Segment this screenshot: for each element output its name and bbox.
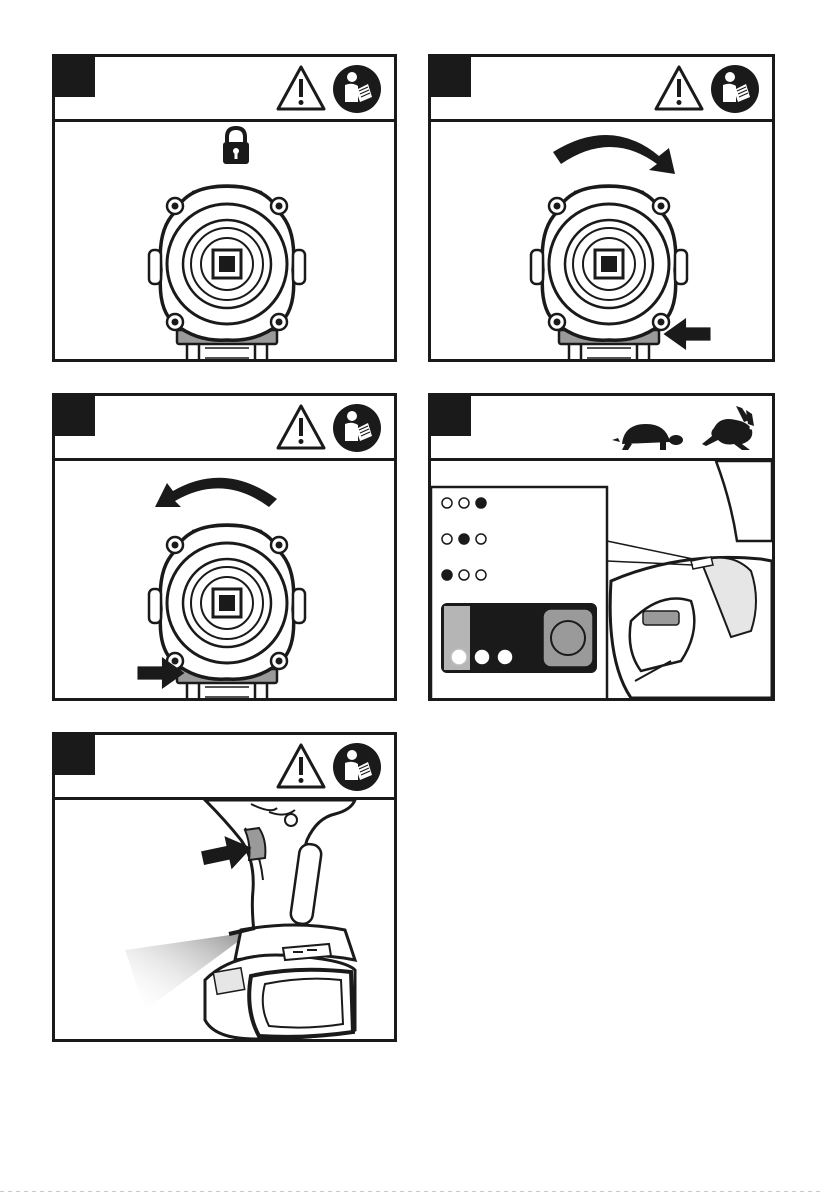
curved-arrow-counterclockwise — [155, 478, 277, 507]
read-manual-icon — [333, 743, 381, 791]
figure-number-box — [55, 57, 95, 97]
figure-3 — [52, 393, 397, 701]
figure-4-illustration — [431, 461, 772, 698]
warning-icon — [656, 67, 702, 109]
figure-5 — [52, 732, 397, 1042]
padlock-icon — [223, 128, 249, 164]
figure-2 — [428, 54, 775, 362]
figure-3-header — [55, 396, 394, 461]
speed-indicator-leds — [451, 649, 513, 665]
figure-1-illustration — [55, 122, 394, 359]
led-off-dot — [442, 498, 452, 508]
figure-number-box — [431, 396, 471, 436]
tool-head-front — [531, 186, 687, 359]
tool-head-front — [149, 186, 305, 359]
rabbit-icon — [702, 406, 754, 450]
curved-arrow-clockwise — [553, 135, 675, 174]
tool-side-view — [205, 800, 355, 1039]
warning-icon — [278, 406, 324, 448]
led-on-dot — [459, 534, 469, 544]
figure-4-header — [431, 396, 772, 461]
led-on-dot — [442, 570, 452, 580]
figure-number-box — [431, 57, 471, 97]
led-off-dot — [459, 570, 469, 580]
tool-battery-closeup — [610, 461, 772, 698]
figure-2-illustration — [431, 122, 772, 359]
read-manual-icon — [711, 65, 759, 113]
speed-button — [551, 621, 585, 655]
read-manual-icon — [333, 65, 381, 113]
speed-level-row — [442, 570, 486, 580]
turtle-icon — [612, 424, 683, 450]
figure-3-illustration — [55, 461, 394, 698]
figure-5-header — [55, 735, 394, 800]
led-on-dot — [476, 498, 486, 508]
read-manual-icon — [333, 404, 381, 452]
led-off-dot — [476, 570, 486, 580]
figure-5-illustration — [55, 800, 394, 1039]
figure-1-header — [55, 57, 394, 122]
figure-1 — [52, 54, 397, 362]
warning-icon — [278, 745, 324, 787]
speed-selector-panel — [441, 603, 597, 673]
figure-number-box — [55, 396, 95, 436]
figure-2-header — [431, 57, 772, 122]
led-off-dot — [476, 534, 486, 544]
led-off-dot — [459, 498, 469, 508]
led-off-dot — [442, 534, 452, 544]
warning-icon — [278, 67, 324, 109]
push-arrow-left — [663, 318, 710, 350]
speed-level-row — [442, 498, 486, 508]
figure-number-box — [55, 735, 95, 775]
speed-level-row — [442, 534, 486, 544]
figure-4 — [428, 393, 775, 701]
